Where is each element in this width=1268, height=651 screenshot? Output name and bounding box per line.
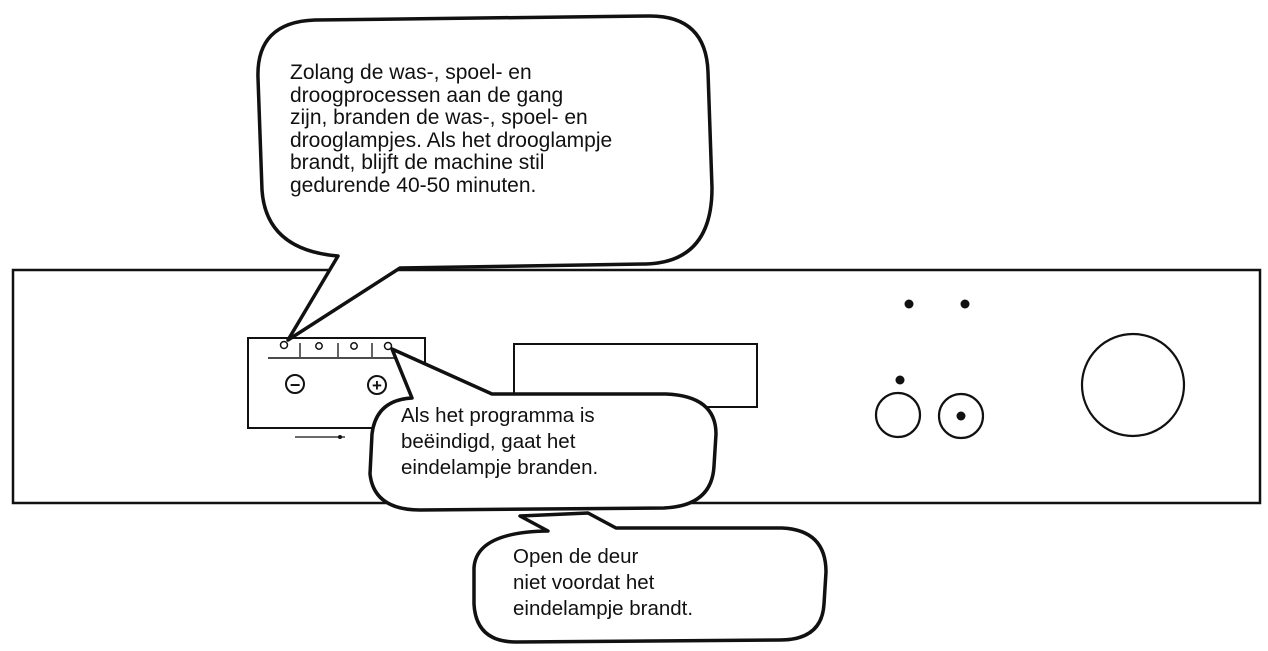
callout-end-line: beëindigd, gaat het [401, 430, 576, 453]
plus-symbol: + [372, 376, 382, 395]
callout-drying-line: droogprocessen aan de gang [290, 83, 564, 107]
module-marker-dot [338, 435, 342, 439]
callout-door-line: eindelampje brandt. [513, 597, 694, 620]
callout-bubble-door [472, 511, 828, 644]
program-selector-knob[interactable] [1080, 332, 1186, 438]
callout-drying-line: gedurende 40-50 minuten. [290, 173, 537, 197]
callout-drying-text: Zolang de was-, spoel- en droogprocessen… [290, 61, 613, 198]
callout-drying-line: drooglampjes. Als het drooglampje [290, 128, 613, 152]
callout-end-line: Als het programma is [401, 404, 595, 427]
callout-door-text: Open de deur niet voordat het eindelampj… [513, 544, 693, 622]
minus-circle-icon [285, 374, 305, 394]
dry-lamp [350, 342, 358, 350]
indicator-dot-left [904, 299, 914, 309]
minus-button[interactable]: − [285, 374, 305, 395]
callout-door-line: Open de deur [513, 545, 639, 568]
callout-drying-line: zijn, branden de was-, spoel- en [290, 106, 588, 130]
wash-lamp [279, 340, 289, 350]
callout-drying-line: Zolang de was-, spoel- en [290, 61, 532, 84]
callout-bubble-drying [256, 14, 714, 342]
minus-symbol: − [290, 375, 301, 395]
start-button-dot [956, 411, 966, 421]
callout-bubble-end [368, 347, 718, 512]
indicator-dot-right [960, 299, 970, 309]
callout-end-line: eindelampje branden. [401, 456, 599, 479]
callout-door-line: niet voordat het [513, 571, 655, 594]
plus-button[interactable]: + [367, 375, 387, 395]
plus-circle-icon [367, 375, 387, 395]
power-button[interactable] [874, 391, 922, 439]
end-lamp [383, 341, 393, 351]
start-button[interactable] [937, 392, 985, 440]
rinse-lamp [315, 342, 323, 350]
callout-drying-line: brandt, blijft de machine stil [290, 151, 545, 175]
callout-end-text: Als het programma is beëindigd, gaat het… [401, 403, 598, 481]
power-indicator-dot [895, 375, 905, 385]
